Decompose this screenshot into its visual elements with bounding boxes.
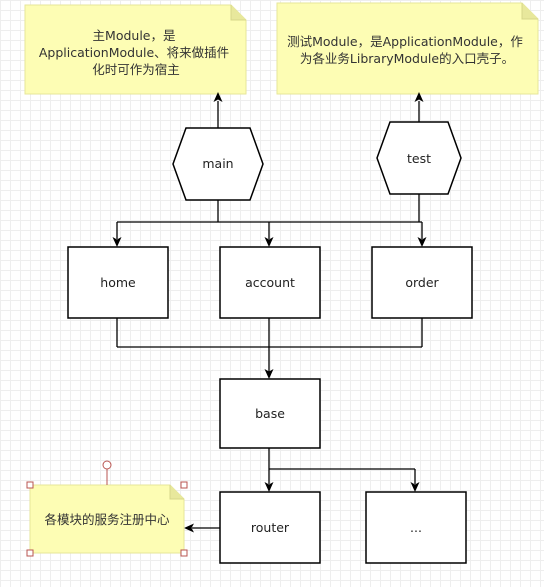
arrow-down-home bbox=[112, 237, 122, 247]
arrow-down-order bbox=[417, 237, 427, 247]
arrow-down-more bbox=[410, 482, 420, 492]
router-module-node[interactable]: router bbox=[219, 491, 321, 564]
registry-center-note[interactable]: 各模块的服务注册中心 bbox=[26, 460, 188, 557]
resize-handle-bottom-left[interactable] bbox=[26, 549, 34, 557]
arrow-up-test-note bbox=[414, 92, 424, 102]
arrow-down-router bbox=[264, 482, 274, 492]
arrow-up-main-note bbox=[213, 92, 223, 102]
test-module-note[interactable]: 测试Module，是ApplicationModule，作 为各业务Librar… bbox=[276, 2, 539, 95]
arrow-down-base bbox=[264, 369, 274, 379]
rotation-handle[interactable] bbox=[102, 460, 112, 470]
resize-handle-bottom-right[interactable] bbox=[180, 549, 188, 557]
arrow-left-registry bbox=[184, 523, 194, 533]
resize-handle-top-left[interactable] bbox=[26, 481, 34, 489]
base-module-node[interactable]: base bbox=[219, 378, 321, 449]
order-module-node[interactable]: order bbox=[371, 246, 473, 319]
main-module-note[interactable]: 主Module，是 ApplicationModule、将来做插件 化时可作为宿… bbox=[24, 4, 247, 95]
resize-handle-top-right[interactable] bbox=[180, 481, 188, 489]
home-module-node[interactable]: home bbox=[67, 246, 169, 319]
test-module-node[interactable]: test bbox=[376, 121, 462, 195]
account-module-node[interactable]: account bbox=[219, 246, 321, 319]
arrow-down-account bbox=[264, 237, 274, 247]
main-module-node[interactable]: main bbox=[172, 127, 264, 201]
more-modules-node[interactable]: ... bbox=[365, 491, 467, 564]
